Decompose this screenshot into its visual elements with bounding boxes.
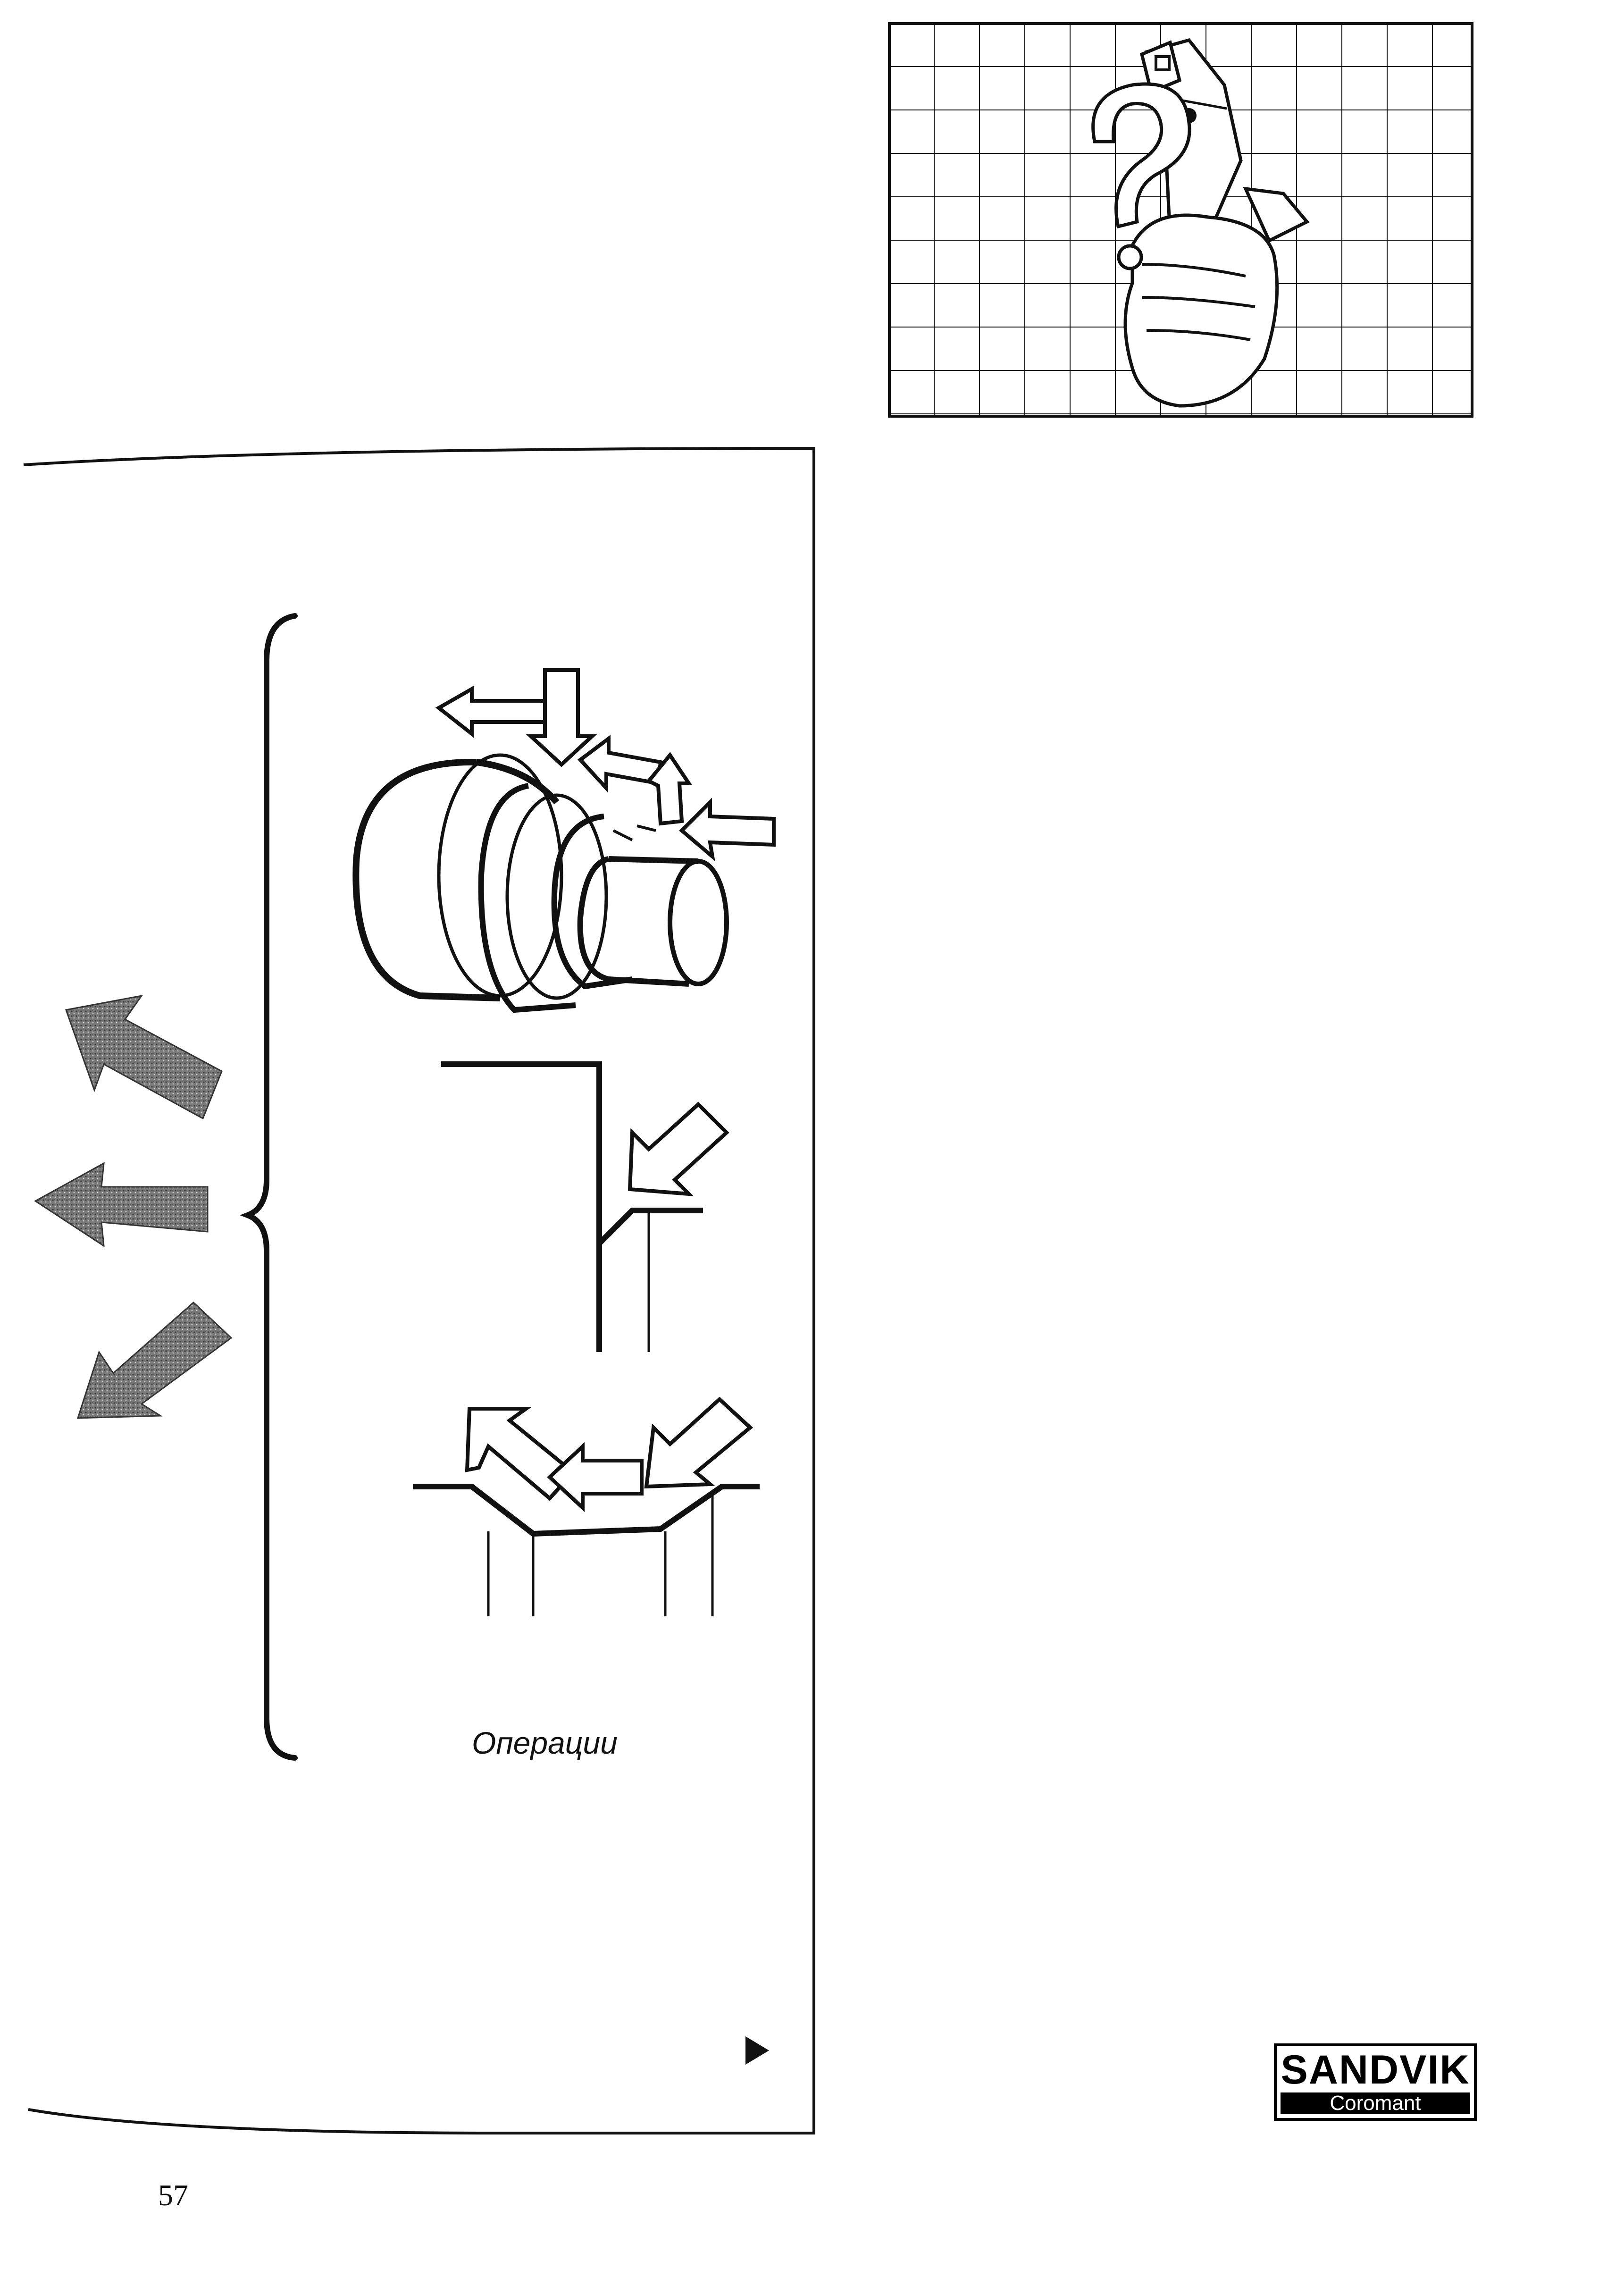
diagram-panel: [23, 446, 815, 2134]
hand-holding-tool-question-icon: [1091, 38, 1310, 408]
shoulder-profile-icon: [441, 1061, 729, 1352]
cutting-direction-arrows: [435, 668, 776, 862]
groove-profile-icon: [413, 1396, 760, 1616]
figure-caption: Операции: [472, 1725, 618, 1760]
curly-brace: [239, 613, 298, 1761]
next-triangle-icon[interactable]: [745, 2036, 769, 2065]
sandvik-coromant-logo: SANDVIK Coromant: [1274, 2043, 1477, 2121]
logo-subbrand: Coromant: [1281, 2092, 1470, 2114]
shaded-arrow-icon: [65, 994, 223, 1120]
shaded-arrow-icon: [76, 1301, 233, 1419]
illustration-box: [888, 22, 1473, 418]
stepped-shaft-icon: [352, 753, 729, 1013]
logo-brand: SANDVIK: [1281, 2047, 1470, 2092]
page-number: 57: [158, 2178, 188, 2212]
shaded-arrow-icon: [34, 1162, 209, 1247]
